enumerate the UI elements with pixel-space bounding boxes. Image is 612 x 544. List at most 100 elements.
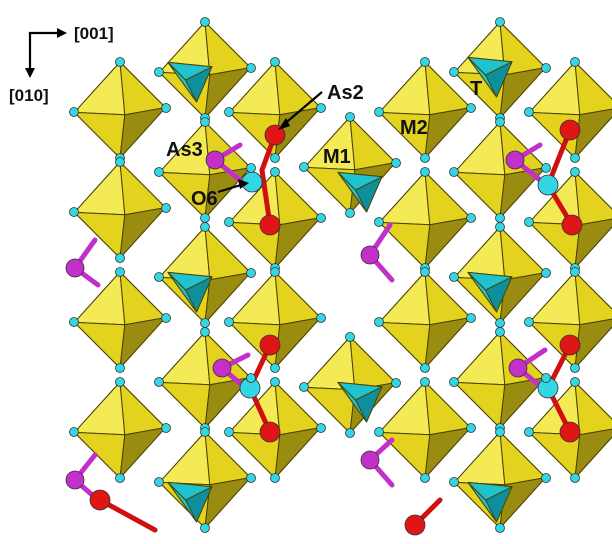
vertex-oxygen-54 — [420, 153, 430, 163]
vertex-oxygen-9 — [161, 313, 171, 323]
vertex-oxygen-62 — [420, 363, 430, 373]
vertex-oxygen-34 — [200, 523, 210, 533]
o6-pointer-head — [238, 179, 249, 189]
vertex-oxygen-103 — [524, 427, 534, 437]
arsenic-atom-0 — [65, 258, 85, 278]
vertex-oxygen-71 — [449, 67, 459, 77]
vertex-oxygen-14 — [115, 473, 125, 483]
vertex-oxygen-73 — [541, 163, 551, 173]
octahedron-c2-r1-face-b — [274, 171, 322, 226]
oxygen-red-atom-7 — [559, 421, 581, 443]
vertex-oxygen-65 — [466, 423, 476, 433]
vertex-oxygen-91 — [524, 107, 534, 117]
octahedron-c0-r3-face-b — [119, 381, 167, 436]
vertex-oxygen-63 — [374, 317, 384, 327]
vertex-oxygen-60 — [420, 267, 430, 277]
vertex-oxygen-66 — [420, 473, 430, 483]
vertex-oxygen-85 — [541, 473, 551, 483]
octahedron-c1-r4-face-d — [204, 477, 252, 529]
octahedron-c1-r0-face-d — [204, 67, 252, 119]
label-o6: O6 — [191, 188, 218, 210]
vertex-oxygen-61 — [466, 313, 476, 323]
vertex-oxygen-27 — [154, 272, 164, 282]
as2-pointer-head — [278, 118, 290, 130]
vertex-oxygen-107 — [299, 162, 309, 172]
axis-indicator: [001] [010] — [9, 24, 114, 105]
vertex-oxygen-10 — [115, 363, 125, 373]
oxygen-red-atom-6 — [559, 334, 581, 356]
vertex-oxygen-57 — [466, 213, 476, 223]
oxygen-red-atom-5 — [561, 214, 583, 236]
octahedron-c2-r2-face-b — [274, 271, 322, 326]
octahedron-c3-r2-face-c — [378, 321, 431, 369]
octahedron-c5-r2-face-d — [574, 318, 612, 369]
octahedron-c5-r0-face-b — [574, 61, 612, 116]
vertex-oxygen-28 — [200, 327, 210, 337]
vertex-oxygen-0 — [115, 57, 125, 67]
oxygen-red-atom-1 — [259, 214, 281, 236]
vertex-oxygen-29 — [246, 373, 256, 383]
octahedron-m1-face-b — [349, 116, 397, 171]
vertex-oxygen-86 — [495, 523, 505, 533]
vertex-oxygen-111 — [299, 382, 309, 392]
octahedron-c4-r2-face-a — [453, 226, 506, 281]
vertex-oxygen-37 — [316, 103, 326, 113]
octahedron-c4-r4-face-d — [499, 477, 547, 529]
vertex-oxygen-43 — [224, 217, 234, 227]
arsenic-atom-1 — [205, 150, 225, 170]
vertex-oxygen-102 — [570, 473, 580, 483]
octahedron-c5-r1-face-b — [574, 171, 612, 226]
vertex-oxygen-77 — [541, 268, 551, 278]
octahedron-c0-r3-face-a — [73, 381, 126, 436]
octahedron-c3-r1-face-a — [378, 171, 431, 226]
label-m1: M1 — [323, 146, 351, 168]
tetrahedron-1-face-b — [167, 271, 213, 291]
octahedron-c1-r3-face-c — [158, 381, 211, 429]
vertex-oxygen-3 — [69, 107, 79, 117]
arsenic-atom-6 — [508, 358, 528, 378]
vertex-oxygen-20 — [200, 117, 210, 127]
octahedron-c5-r2-face-b — [574, 271, 612, 326]
vertex-oxygen-19 — [154, 67, 164, 77]
octahedron-c3-r0-face-d — [424, 107, 472, 159]
vertex-oxygen-50 — [270, 473, 280, 483]
octahedron-c2-r2-face-d — [274, 317, 322, 369]
octahedron-c5-r3-face-b — [574, 381, 612, 436]
octahedron-c3-r0-face-a — [378, 61, 431, 116]
vertex-oxygen-84 — [495, 427, 505, 437]
vertex-oxygen-59 — [374, 217, 384, 227]
vertex-oxygen-22 — [200, 213, 210, 223]
octahedron-c3-r2-face-d — [424, 317, 472, 369]
vertex-oxygen-51 — [224, 427, 234, 437]
axis-arrow-horizontal-head — [57, 28, 67, 38]
vertex-oxygen-79 — [449, 272, 459, 282]
vertex-oxygen-49 — [316, 423, 326, 433]
vertex-oxygen-83 — [449, 377, 459, 387]
vertex-oxygen-81 — [541, 373, 551, 383]
vertex-oxygen-26 — [200, 318, 210, 328]
vertex-oxygen-87 — [449, 477, 459, 487]
vertex-oxygen-23 — [154, 167, 164, 177]
arsenic-atom-7 — [360, 450, 380, 470]
vertex-oxygen-4 — [115, 157, 125, 167]
octahedron-c3-r1-face-d — [424, 217, 472, 269]
vertex-oxygen-99 — [524, 317, 534, 327]
vertex-oxygen-12 — [115, 377, 125, 387]
vertex-oxygen-75 — [449, 167, 459, 177]
vertex-oxygen-55 — [374, 107, 384, 117]
vertex-oxygen-48 — [270, 377, 280, 387]
oxygen-red-atom-8 — [89, 489, 111, 511]
tetrahedron-7-face-b — [467, 481, 513, 501]
octahedron-c0-r1-face-c — [73, 211, 126, 259]
octahedron-c3-r2-face-a — [378, 271, 431, 326]
octahedron-c0-r1-face-d — [119, 207, 167, 259]
vertex-oxygen-110 — [345, 428, 355, 438]
octahedron-c0-r0-face-d — [119, 107, 167, 159]
vertex-oxygen-13 — [161, 423, 171, 433]
octahedron-c5-r1-face-d — [574, 218, 612, 269]
octahedron-c0-r1-face-a — [73, 161, 126, 216]
octahedron-c1-r2-face-d — [204, 272, 252, 324]
octahedron-c4-r3-face-d — [499, 377, 547, 429]
octahedron-c0-r0-face-c — [73, 111, 126, 159]
octahedron-m1-lower-face-a — [303, 336, 356, 391]
